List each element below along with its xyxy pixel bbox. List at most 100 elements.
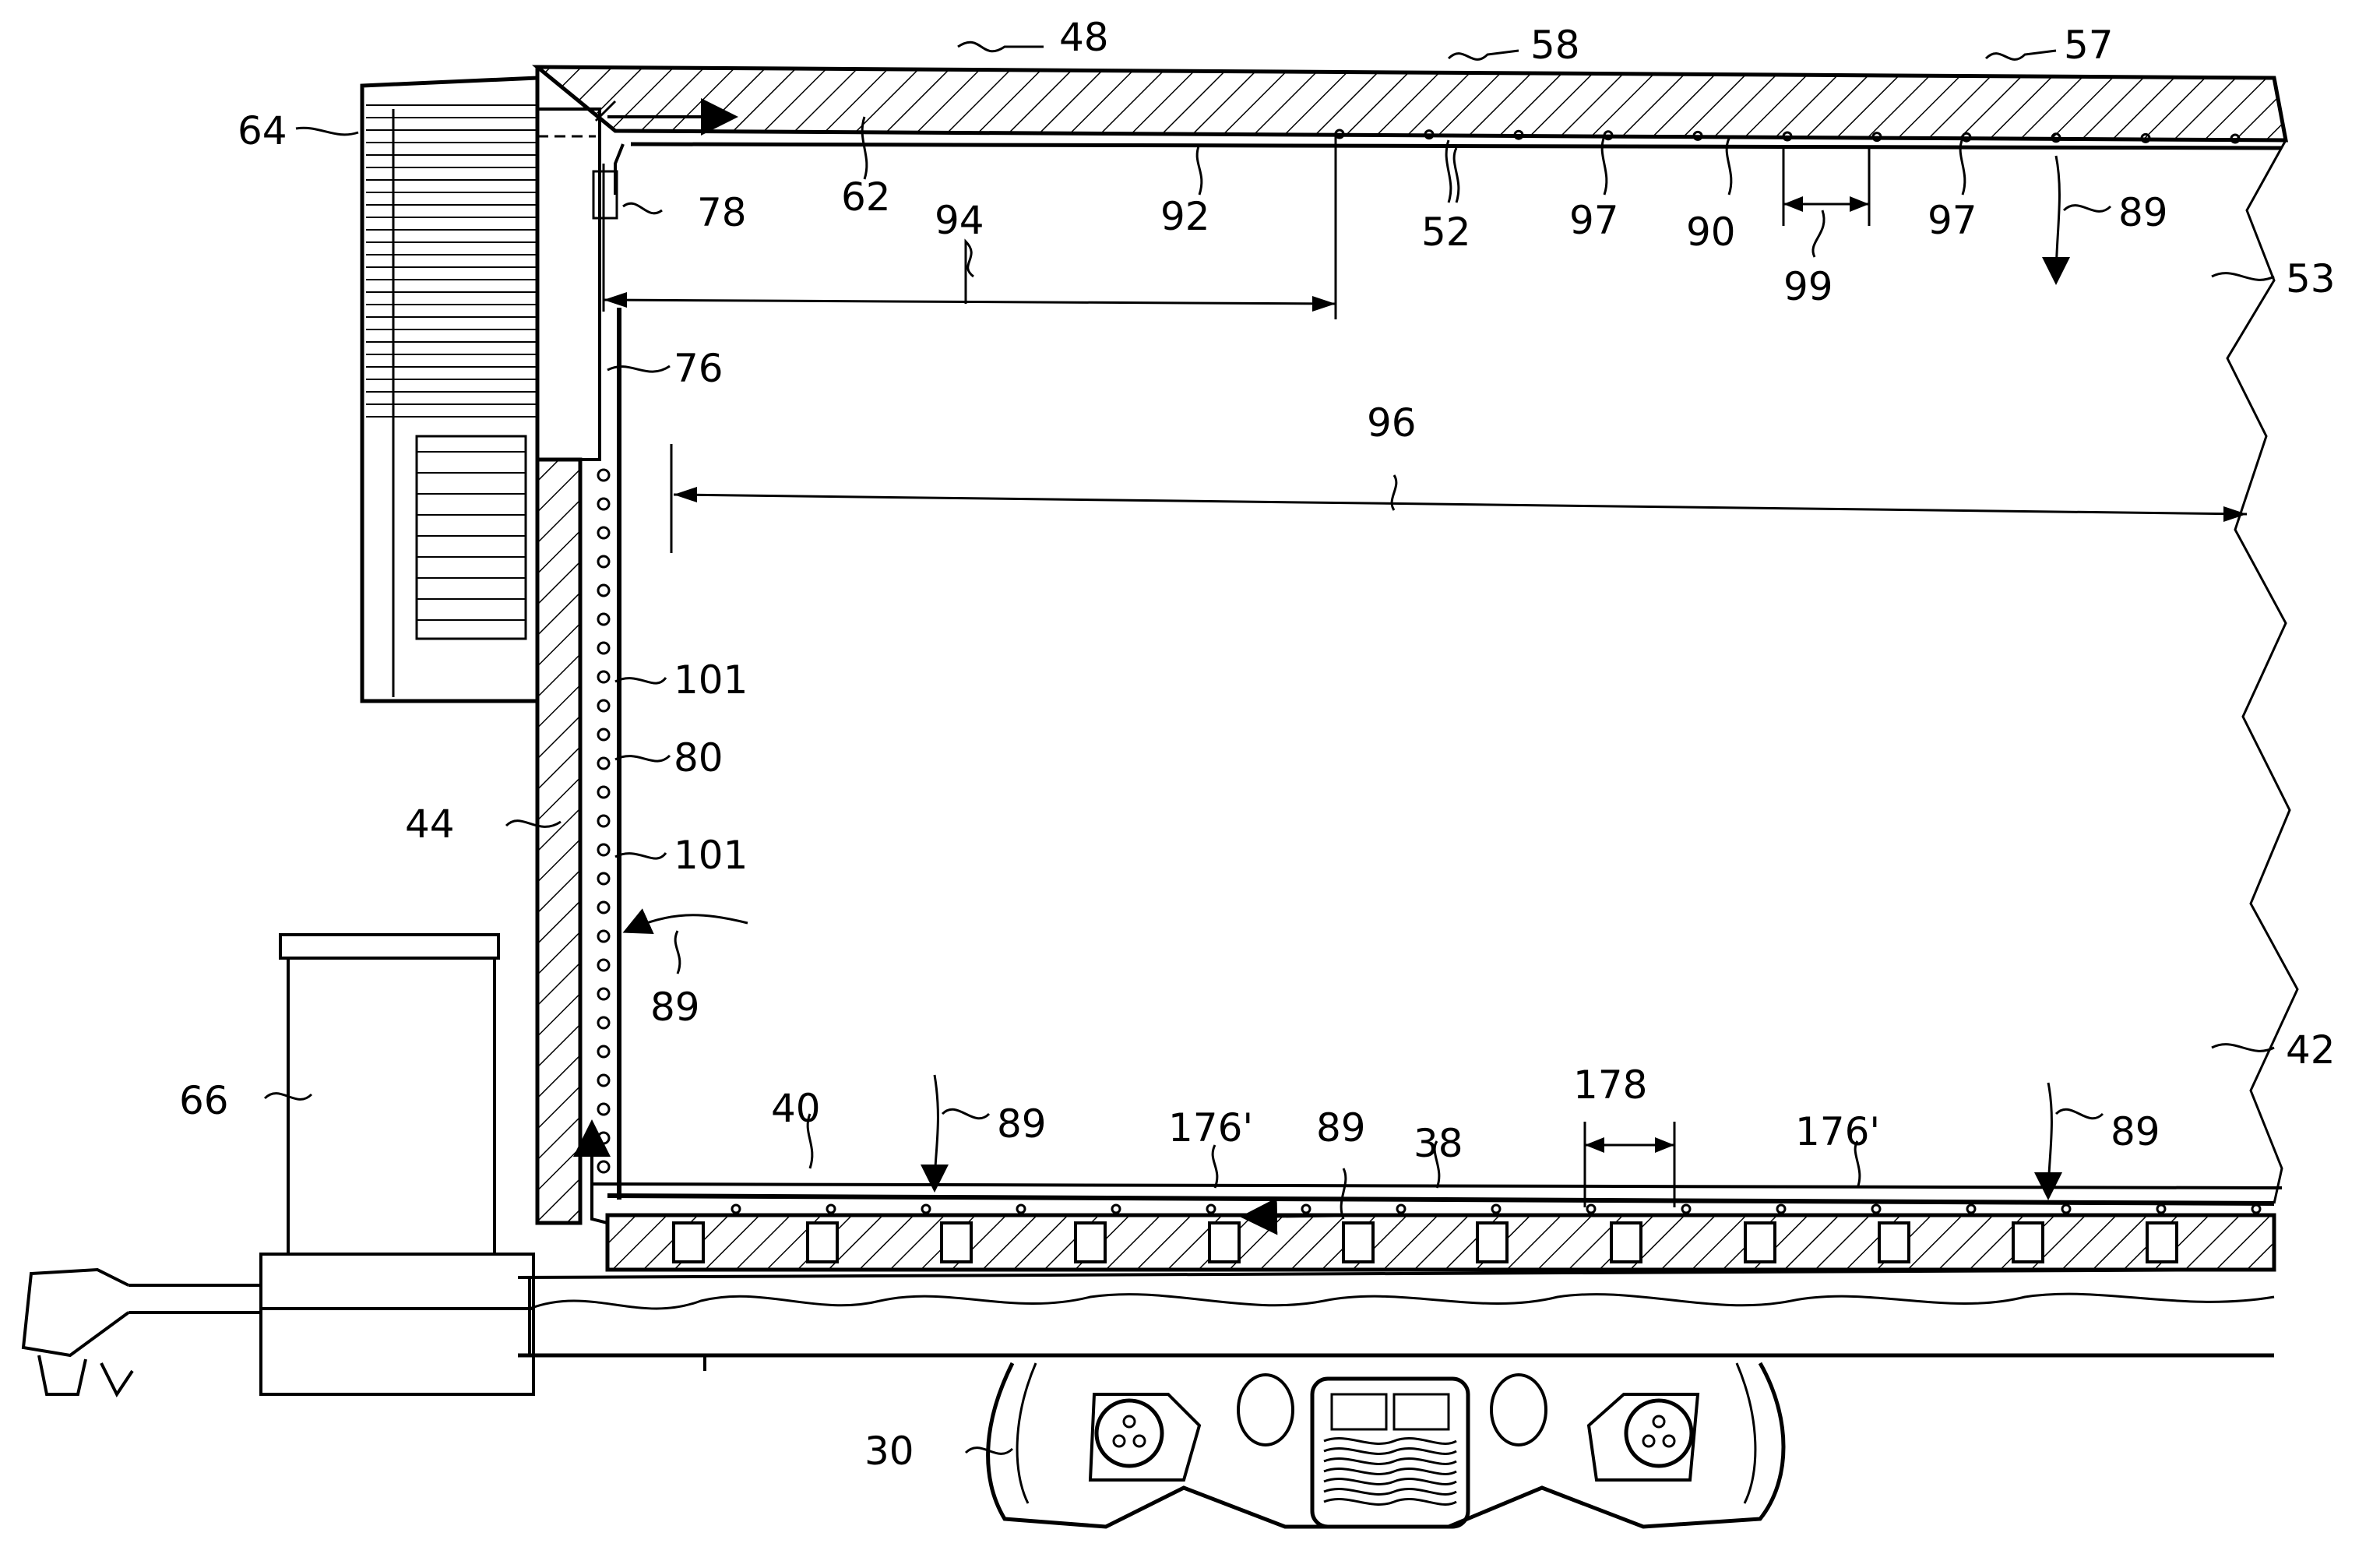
airflow-arrow-floor-duct (1246, 1215, 1363, 1217)
floor-hole (1777, 1205, 1785, 1213)
label-99: 99 (1783, 264, 1833, 309)
spring-coil (1324, 1489, 1456, 1495)
label-97-left: 97 (1569, 198, 1619, 243)
floor-hole (2062, 1205, 2070, 1213)
label-96: 96 (1367, 400, 1417, 446)
floor-hole (1207, 1205, 1215, 1213)
wall-hole (598, 700, 609, 711)
label-66: 66 (179, 1078, 229, 1123)
wall-hole (598, 729, 609, 740)
label-58: 58 (1530, 23, 1580, 68)
label-89-floor-mid: 89 (1316, 1105, 1366, 1150)
wall-hole (598, 1133, 609, 1143)
floor-duct-panel (607, 1196, 2274, 1203)
spring-coil (1324, 1499, 1456, 1505)
dim178-arrow-left (1585, 1137, 1604, 1153)
bogie-truck (988, 1363, 1783, 1527)
label-53: 53 (2286, 256, 2336, 301)
floor-hole (1302, 1205, 1310, 1213)
wall-hole (598, 614, 609, 625)
front-wall (537, 460, 580, 1223)
label-76: 76 (674, 346, 724, 391)
wall-hole (598, 585, 609, 596)
fan-fitting (593, 171, 617, 218)
wall-hole (598, 671, 609, 682)
airflow-arrow-floor-2 (2048, 1083, 2051, 1196)
wall-hole (598, 1104, 609, 1115)
floor-stringer (1611, 1223, 1641, 1262)
label-94: 94 (935, 198, 984, 243)
roof-wall (537, 67, 2286, 140)
label-62: 62 (841, 174, 891, 220)
wall-hole (598, 1046, 609, 1057)
ceiling-duct-panel (631, 144, 2282, 148)
label-78: 78 (697, 190, 747, 235)
wall-hole (598, 1161, 609, 1172)
airflow-arrow-ceiling (2056, 156, 2059, 280)
dim96-arrow-left (674, 487, 697, 502)
wall-hole (598, 787, 609, 798)
floor-stringer (1209, 1223, 1239, 1262)
floor-hole (1682, 1205, 1690, 1213)
label-101-upper: 101 (674, 657, 748, 703)
wall-hole (598, 960, 609, 971)
coupler (23, 1270, 261, 1394)
label-80: 80 (674, 735, 724, 780)
floor-stringer (2013, 1223, 2043, 1262)
floor-stringer (942, 1223, 971, 1262)
spring-coil (1324, 1479, 1456, 1485)
airflow-arrow-floor-1 (935, 1075, 938, 1188)
duct-return-corner (592, 1211, 607, 1223)
label-90: 90 (1686, 210, 1736, 255)
wall-hole (598, 758, 609, 769)
wall-hole (598, 844, 609, 855)
spring-coil (1324, 1469, 1456, 1475)
label-89-floor-left: 89 (997, 1101, 1047, 1147)
label-52: 52 (1421, 210, 1471, 255)
wall-hole (598, 643, 609, 654)
airflow-arrow-wall (627, 915, 748, 931)
floor-hole (1587, 1205, 1595, 1213)
label-89-ceiling: 89 (2118, 190, 2168, 235)
label-44: 44 (405, 802, 455, 847)
truck-springs (1324, 1439, 1456, 1505)
wall-hole (598, 556, 609, 567)
dim99-arrow-left (1783, 196, 1803, 212)
label-38: 38 (1414, 1121, 1463, 1166)
dim94-arrow-right (1312, 296, 1336, 312)
floor-stringer (1477, 1223, 1507, 1262)
label-178: 178 (1573, 1062, 1647, 1108)
floor-hole (1492, 1205, 1500, 1213)
floor-hole (827, 1205, 835, 1213)
label-92: 92 (1160, 194, 1210, 239)
evaporator-column (537, 109, 600, 460)
spring-coil (1324, 1439, 1456, 1444)
refrigeration-unit (362, 78, 537, 701)
dimension-94 (604, 300, 1336, 304)
floor-hole (1017, 1205, 1025, 1213)
wall-hole (598, 1017, 609, 1028)
label-42: 42 (2286, 1027, 2336, 1073)
louver-slats (417, 452, 526, 620)
floor-stringer (2147, 1223, 2177, 1262)
louver-panel (417, 436, 526, 639)
label-89-wall: 89 (650, 985, 700, 1030)
label-30: 30 (864, 1429, 914, 1474)
label-89-floor-right: 89 (2111, 1109, 2160, 1154)
floor-hole (1112, 1205, 1120, 1213)
wall-hole (598, 499, 609, 509)
floor-vent-holes (732, 1205, 2260, 1213)
wall-hole (598, 902, 609, 913)
wall-hole (598, 1075, 609, 1086)
floor-stringer (1745, 1223, 1775, 1262)
underframe (518, 1270, 2274, 1355)
wall-hole (598, 873, 609, 884)
label-97-right: 97 (1928, 198, 1977, 243)
dim178-arrow-right (1655, 1137, 1674, 1153)
floor-hole (1397, 1205, 1405, 1213)
floor-hole (2157, 1205, 2165, 1213)
spring-coil (1324, 1459, 1456, 1464)
floor-hole (922, 1205, 930, 1213)
generator-set (261, 935, 705, 1394)
